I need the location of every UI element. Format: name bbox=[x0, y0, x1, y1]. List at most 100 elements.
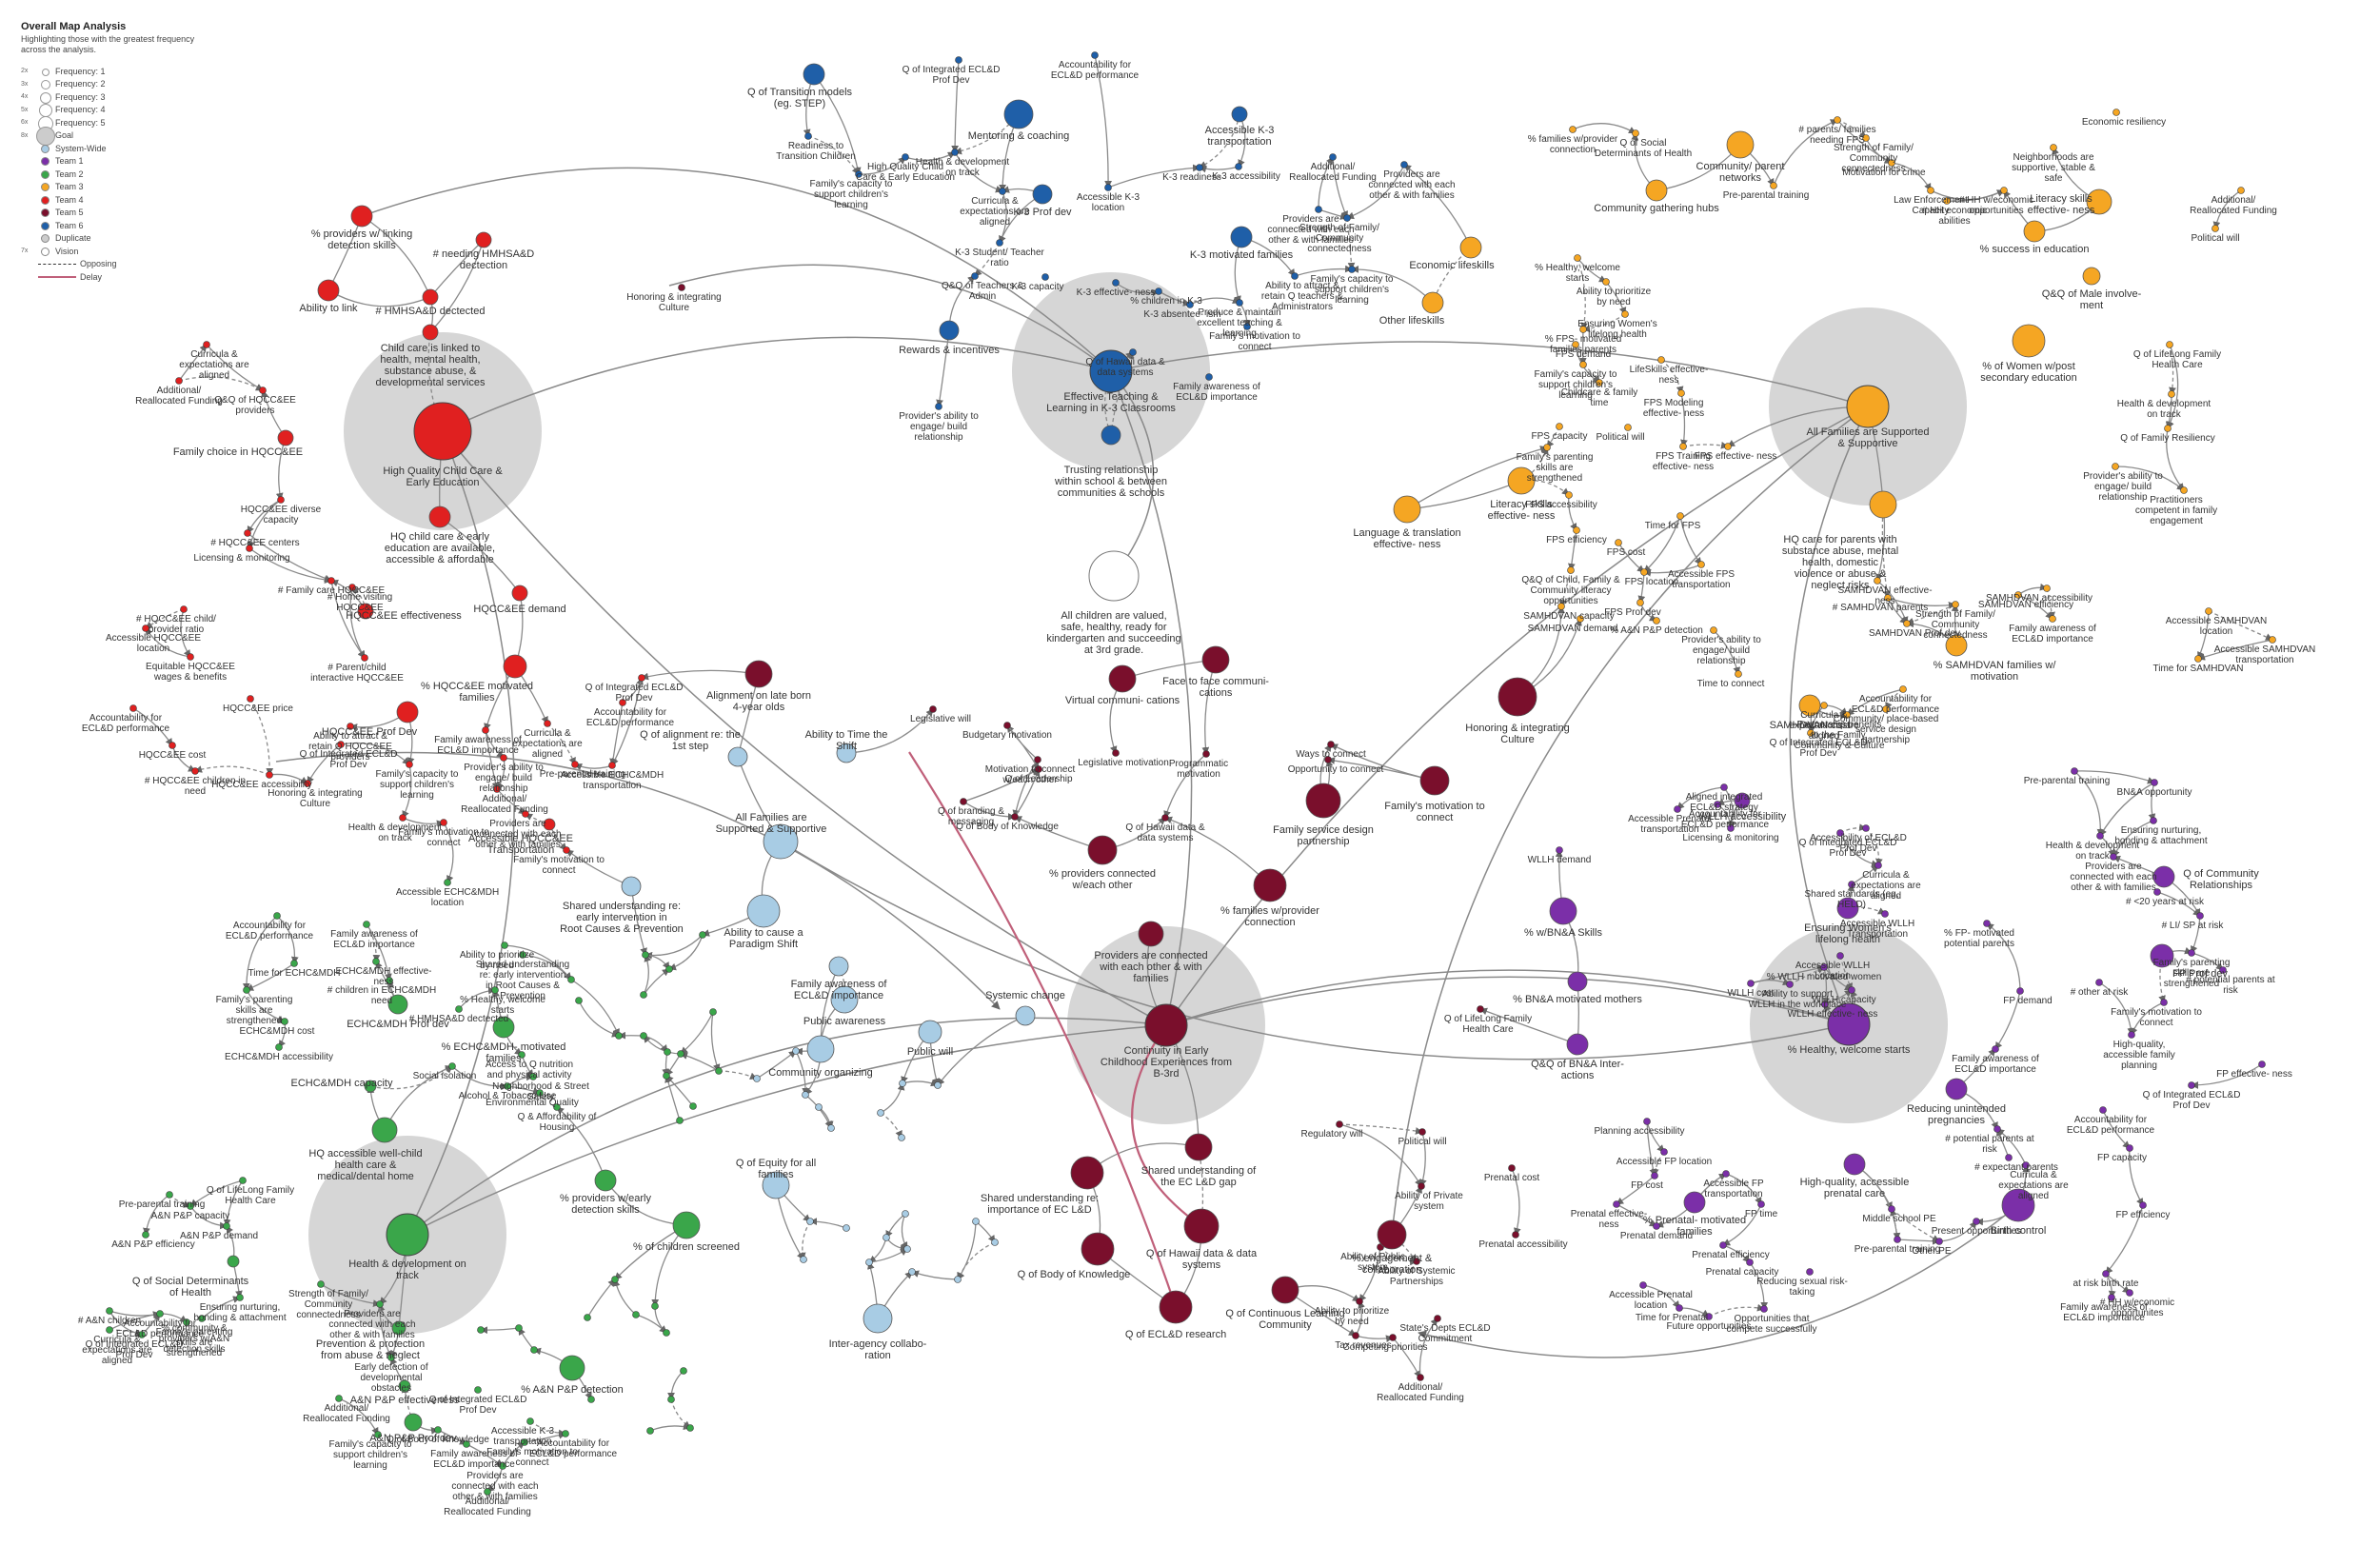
goal-circle bbox=[386, 1213, 429, 1257]
node-dot bbox=[804, 132, 812, 140]
node-dot bbox=[142, 624, 149, 632]
node-dot bbox=[1760, 1305, 1768, 1313]
node-label: ECHC&MDH capacity bbox=[291, 1078, 393, 1089]
node-circle bbox=[621, 876, 642, 897]
link-line bbox=[242, 915, 278, 991]
node-dot bbox=[619, 699, 626, 706]
small-node-label: Other PE bbox=[1912, 1246, 1951, 1257]
small-node-label: Pre-parental training bbox=[1854, 1244, 1941, 1255]
small-node-label: Legislative motivation bbox=[1078, 758, 1169, 768]
small-node-label: FPS effective- ness bbox=[1695, 451, 1777, 462]
small-node-label: Q of branding &messaging bbox=[938, 806, 1004, 827]
node-label: Systemic change bbox=[985, 990, 1065, 1001]
legend-line-row: Delay bbox=[21, 270, 211, 284]
node-dot bbox=[664, 1048, 671, 1056]
legend-dot-icon bbox=[38, 142, 51, 155]
small-node-label: Motivation for crime bbox=[1842, 168, 1926, 178]
small-node-label: FPS Prof dev bbox=[1604, 607, 1660, 618]
small-node-label: WLLH cost bbox=[1728, 988, 1775, 999]
node-circle bbox=[492, 1016, 515, 1039]
node-dot bbox=[1657, 356, 1665, 364]
link-line bbox=[276, 915, 299, 964]
node-dot bbox=[500, 754, 507, 762]
small-node-label: FP time bbox=[1745, 1209, 1778, 1219]
node-dot bbox=[1676, 512, 1684, 520]
legend-team-row: Team 1 bbox=[21, 155, 211, 168]
link-line bbox=[1680, 392, 1688, 447]
link-line bbox=[1846, 688, 1904, 716]
node-dot bbox=[2168, 390, 2175, 398]
node-dot bbox=[1820, 702, 1828, 709]
node-dot bbox=[1705, 1313, 1713, 1320]
link-line bbox=[426, 331, 444, 432]
node-dot bbox=[1746, 1259, 1754, 1266]
small-node-label: Ensuring nurturing,bonding & attachment bbox=[2114, 825, 2208, 846]
node-dot bbox=[156, 1310, 164, 1318]
node-dot bbox=[611, 1276, 619, 1283]
link-line bbox=[1392, 1337, 1421, 1378]
small-node-label: ECHC&MDH cost bbox=[240, 1026, 315, 1037]
legend-team-row: Team 2 bbox=[21, 168, 211, 181]
link-line bbox=[1708, 1303, 1765, 1318]
node-circle bbox=[863, 1303, 893, 1334]
node-dot bbox=[663, 1072, 670, 1080]
node-dot bbox=[372, 958, 380, 965]
node-dot bbox=[955, 56, 962, 64]
node-dot bbox=[2211, 225, 2219, 232]
node-dot bbox=[198, 1315, 206, 1322]
small-node-label: Additional/Reallocated Funding bbox=[303, 1403, 390, 1424]
node-dot bbox=[1727, 824, 1735, 832]
node-dot bbox=[1992, 1045, 1999, 1053]
small-node-label: Economic resiliency bbox=[2082, 117, 2166, 128]
link-line bbox=[798, 1220, 811, 1260]
node-circle bbox=[1305, 783, 1341, 819]
node-dot bbox=[2112, 463, 2119, 470]
node-dot bbox=[304, 780, 311, 787]
node-circle bbox=[1032, 184, 1053, 205]
node-dot bbox=[584, 1314, 591, 1321]
legend-frequency-tag: 4x bbox=[21, 93, 29, 101]
small-node-label: FPS location bbox=[1625, 577, 1679, 587]
legend-frequency-label: Frequency: 4 bbox=[55, 105, 106, 115]
node-dot bbox=[2258, 1060, 2266, 1068]
node-dot bbox=[1640, 568, 1648, 576]
node-dot bbox=[1579, 326, 1587, 333]
small-node-label: Additional/Reallocated Funding bbox=[1377, 1382, 1464, 1403]
link-line bbox=[1332, 156, 1348, 219]
link-line bbox=[999, 190, 1007, 244]
node-dot bbox=[1882, 705, 1890, 713]
node-dot bbox=[1565, 491, 1573, 499]
link-line bbox=[1165, 976, 1850, 1027]
node-circle bbox=[918, 1020, 942, 1044]
node-dot bbox=[1155, 287, 1162, 295]
node-dot bbox=[2166, 341, 2173, 348]
link-line bbox=[2129, 1147, 2144, 1206]
link-line bbox=[1789, 406, 1869, 1025]
link-line bbox=[2112, 820, 2154, 858]
